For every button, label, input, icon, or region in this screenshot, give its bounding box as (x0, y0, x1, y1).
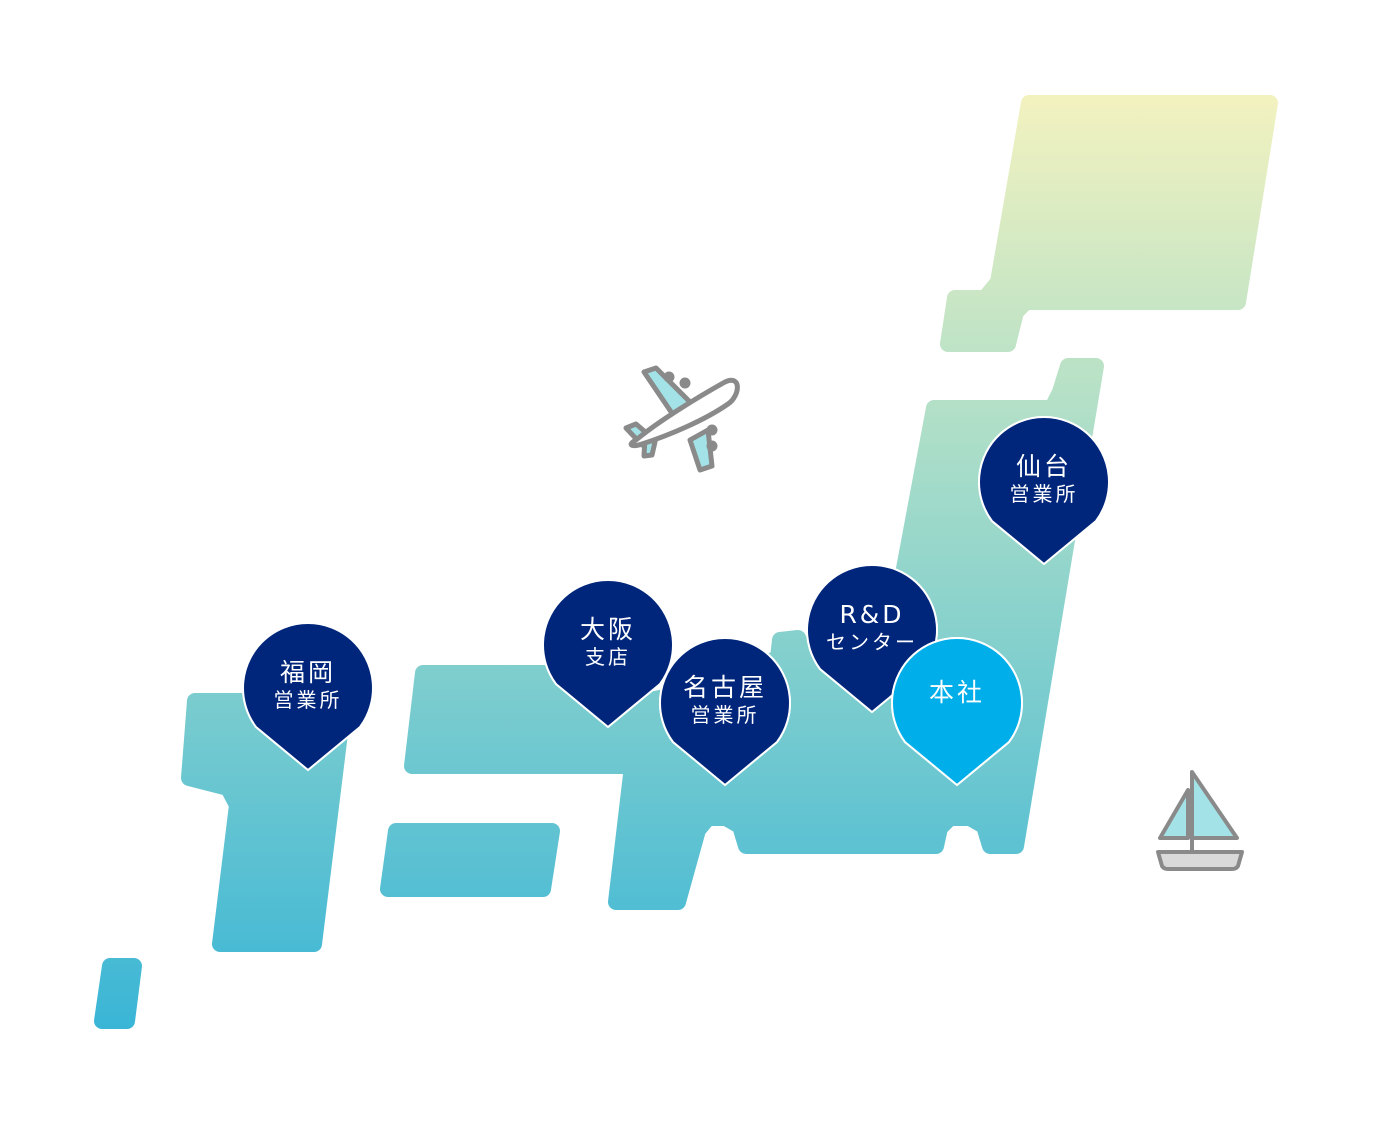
pin-label-sendai[interactable]: 仙台営業所 (979, 452, 1109, 506)
pin-title: 福岡 (279, 658, 336, 687)
region-shikoku (380, 823, 560, 897)
pin-marker-sendai[interactable] (978, 416, 1110, 566)
pin-marker-headquarters[interactable] (891, 637, 1023, 787)
pin-subtitle: 営業所 (690, 703, 760, 727)
pin-title: 大阪 (579, 615, 636, 644)
sailboat-icon (1156, 770, 1244, 871)
region-hokkaido (940, 95, 1278, 352)
pin-subtitle: センター (826, 630, 918, 654)
pin-label-nagoya[interactable]: 名古屋営業所 (660, 673, 790, 727)
region-okinawa (94, 958, 142, 1029)
pin-marker-osaka[interactable] (542, 579, 674, 729)
airplane-icon (623, 365, 740, 473)
pin-subtitle: 営業所 (273, 688, 343, 712)
pin-title: 名古屋 (682, 673, 767, 702)
pin-title: 本社 (928, 678, 985, 707)
pin-subtitle: 支店 (585, 645, 631, 669)
pin-label-osaka[interactable]: 大阪支店 (543, 615, 673, 669)
pin-marker-fukuoka[interactable] (242, 622, 374, 772)
pin-title: 仙台 (1015, 452, 1072, 481)
pin-title: R&D (839, 600, 905, 629)
pin-marker-nagoya[interactable] (659, 637, 791, 787)
pin-subtitle: 営業所 (1009, 482, 1079, 506)
pin-label-fukuoka[interactable]: 福岡営業所 (243, 658, 373, 712)
pin-label-headquarters[interactable]: 本社 (892, 678, 1022, 708)
